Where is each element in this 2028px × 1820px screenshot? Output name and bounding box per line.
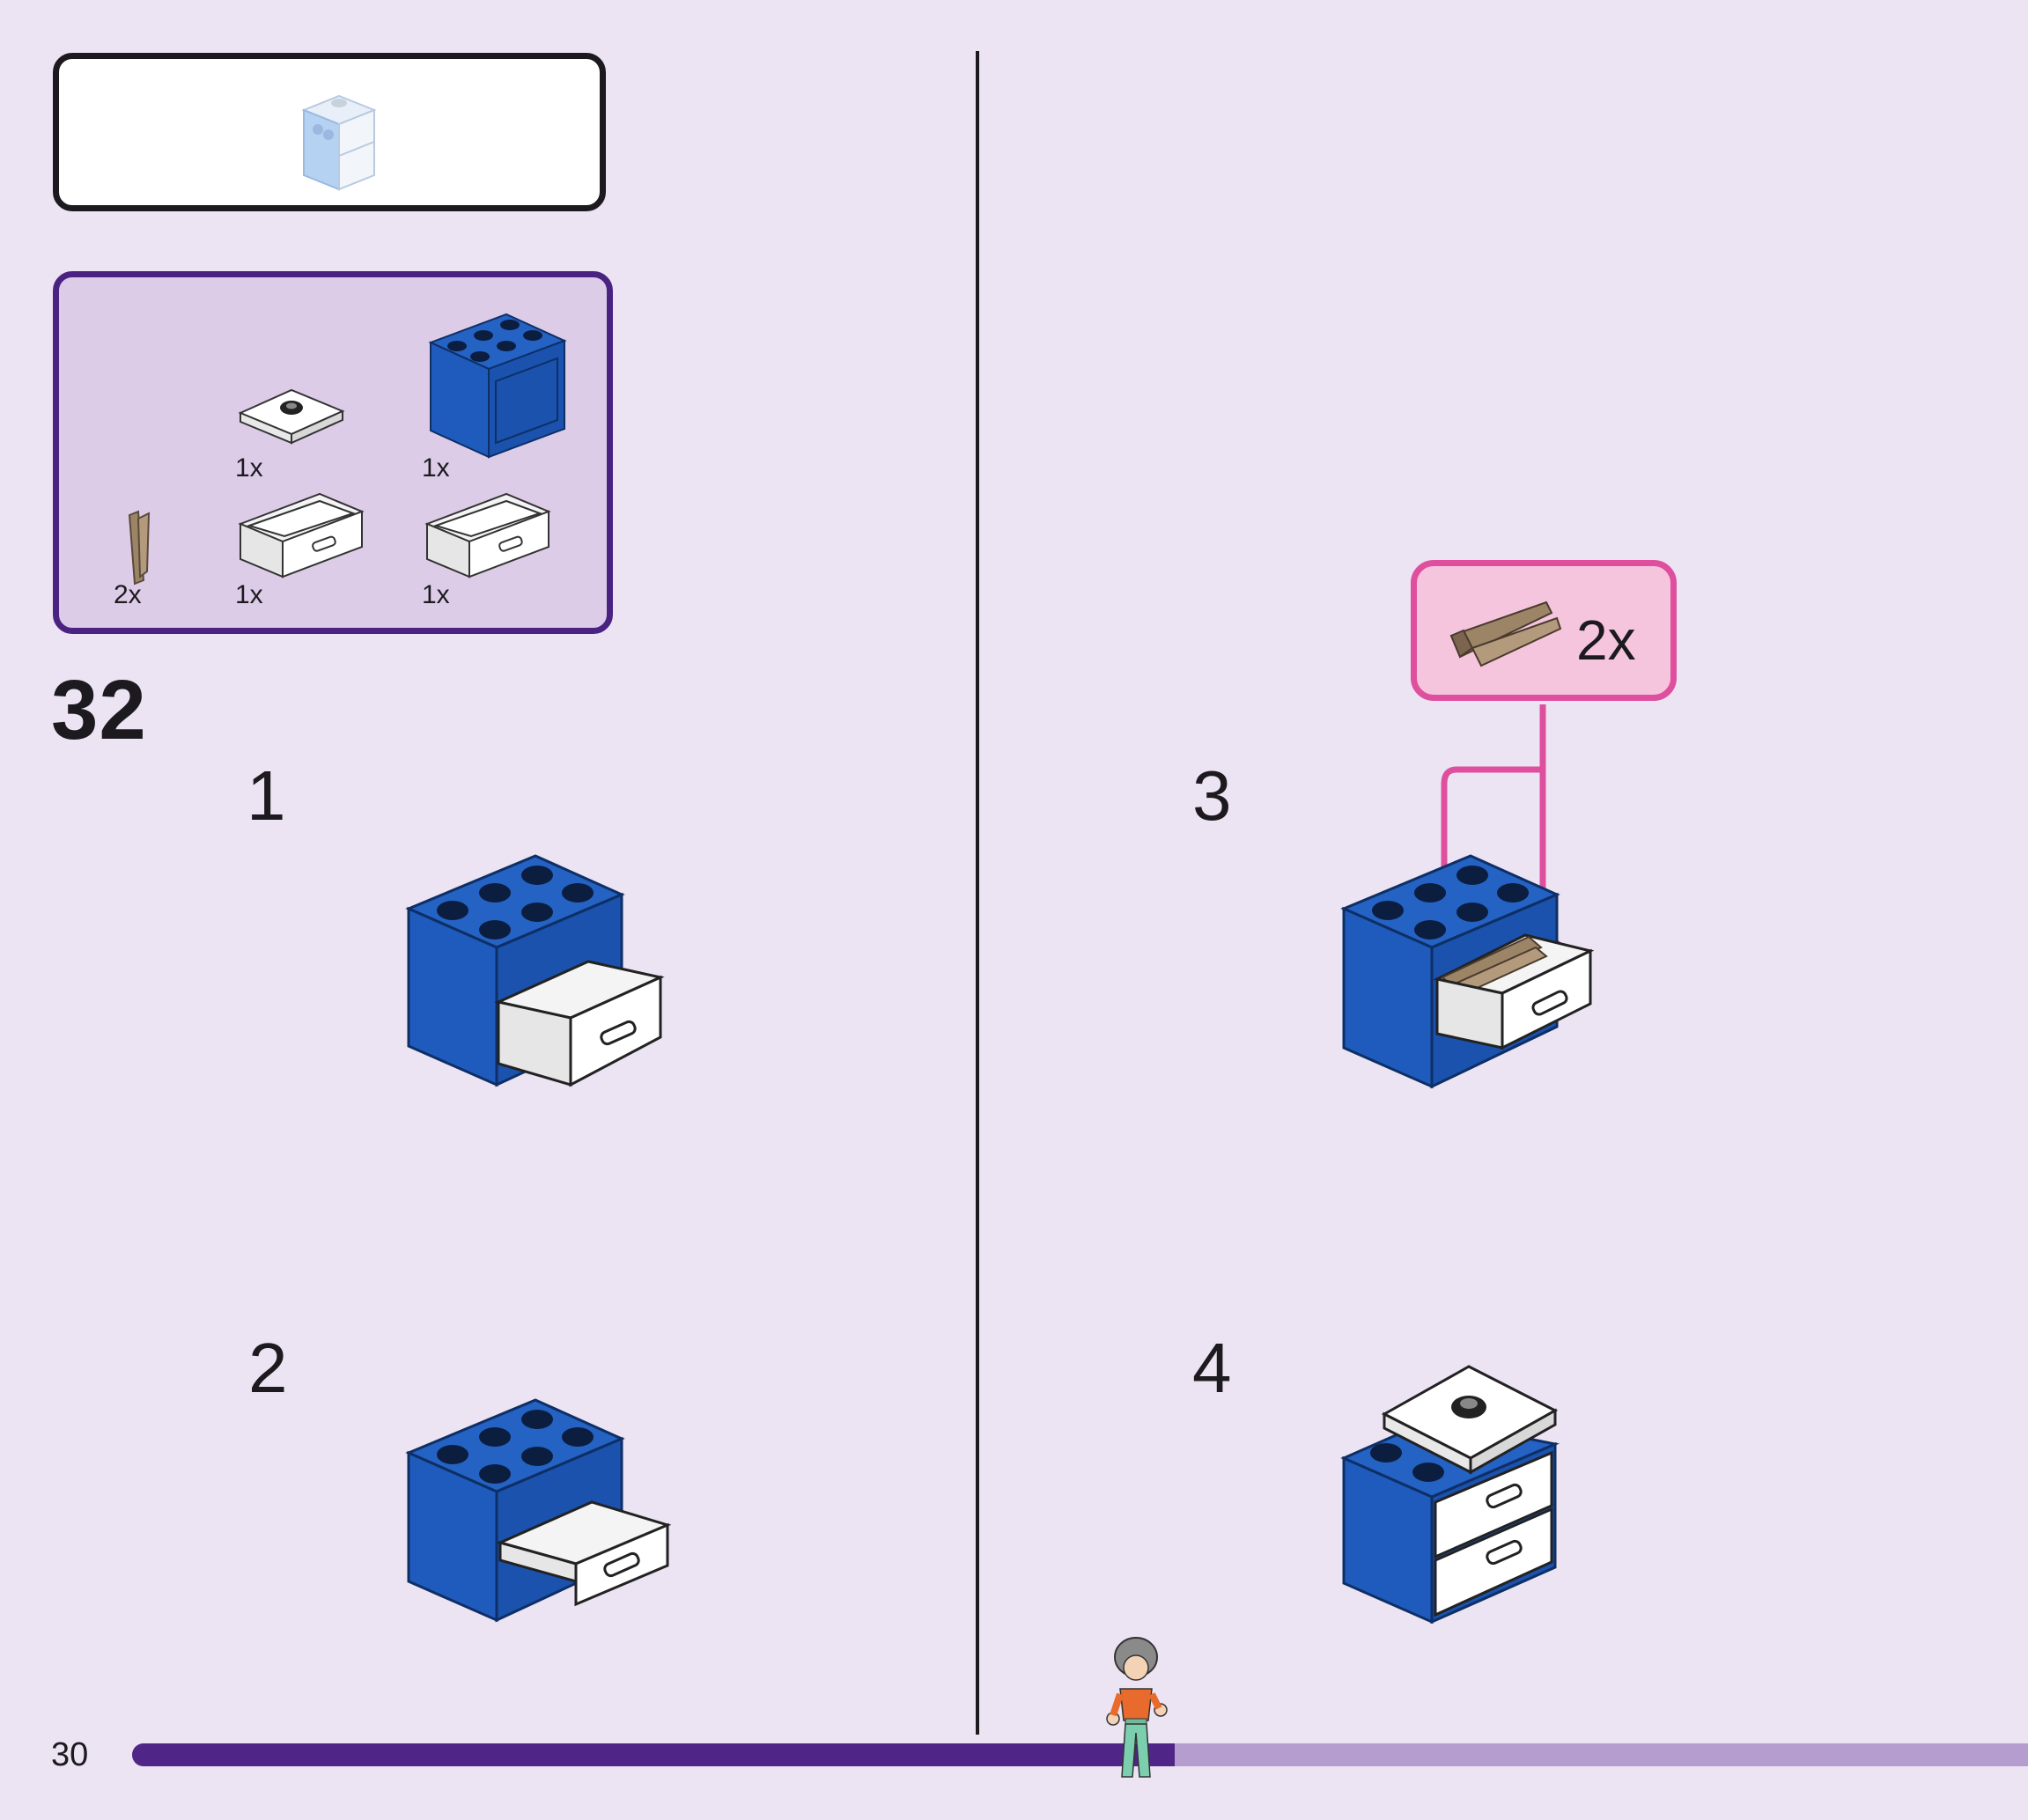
- white-drawer-icon: [238, 492, 365, 578]
- page-divider: [976, 51, 979, 1735]
- part-quantity: 2x: [114, 580, 142, 609]
- submodel-preview-box: [53, 53, 606, 211]
- part-quantity: 1x: [235, 580, 263, 609]
- sub-step-number: 2: [248, 1329, 288, 1407]
- brown-stick-icon: [128, 510, 151, 586]
- part-quantity: 1x: [422, 453, 450, 483]
- minifigure-progress-marker-icon: [1106, 1637, 1168, 1778]
- part-quantity: 1x: [422, 580, 450, 609]
- step4-finished-cabinet-illustration: [1340, 1365, 1560, 1625]
- step1-cupboard-drawer-illustration: [405, 854, 665, 1087]
- cabinet-preview-icon: [301, 94, 377, 191]
- white-round-tile-icon: [238, 388, 345, 445]
- sub-step-number: 1: [247, 756, 286, 835]
- callout-quantity: 2x: [1576, 608, 1636, 672]
- step3-cupboard-with-sticks-illustration: [1340, 854, 1595, 1089]
- main-step-number: 32: [51, 663, 147, 757]
- page-number: 30: [51, 1736, 89, 1773]
- sub-step-number: 3: [1192, 756, 1232, 835]
- step2-cupboard-drawer-illustration: [405, 1398, 672, 1623]
- sub-step-number: 4: [1192, 1329, 1232, 1407]
- progress-bar-fill: [132, 1743, 1175, 1766]
- brown-stick-pair-icon: [1449, 601, 1562, 667]
- step3-parts-callout: [1411, 560, 1677, 701]
- parts-list-box: 2x 1x 1x 1x 1x: [53, 271, 613, 634]
- part-quantity: 1x: [235, 453, 263, 483]
- blue-cupboard-brick-icon: [428, 313, 567, 459]
- white-drawer-icon: [424, 492, 551, 578]
